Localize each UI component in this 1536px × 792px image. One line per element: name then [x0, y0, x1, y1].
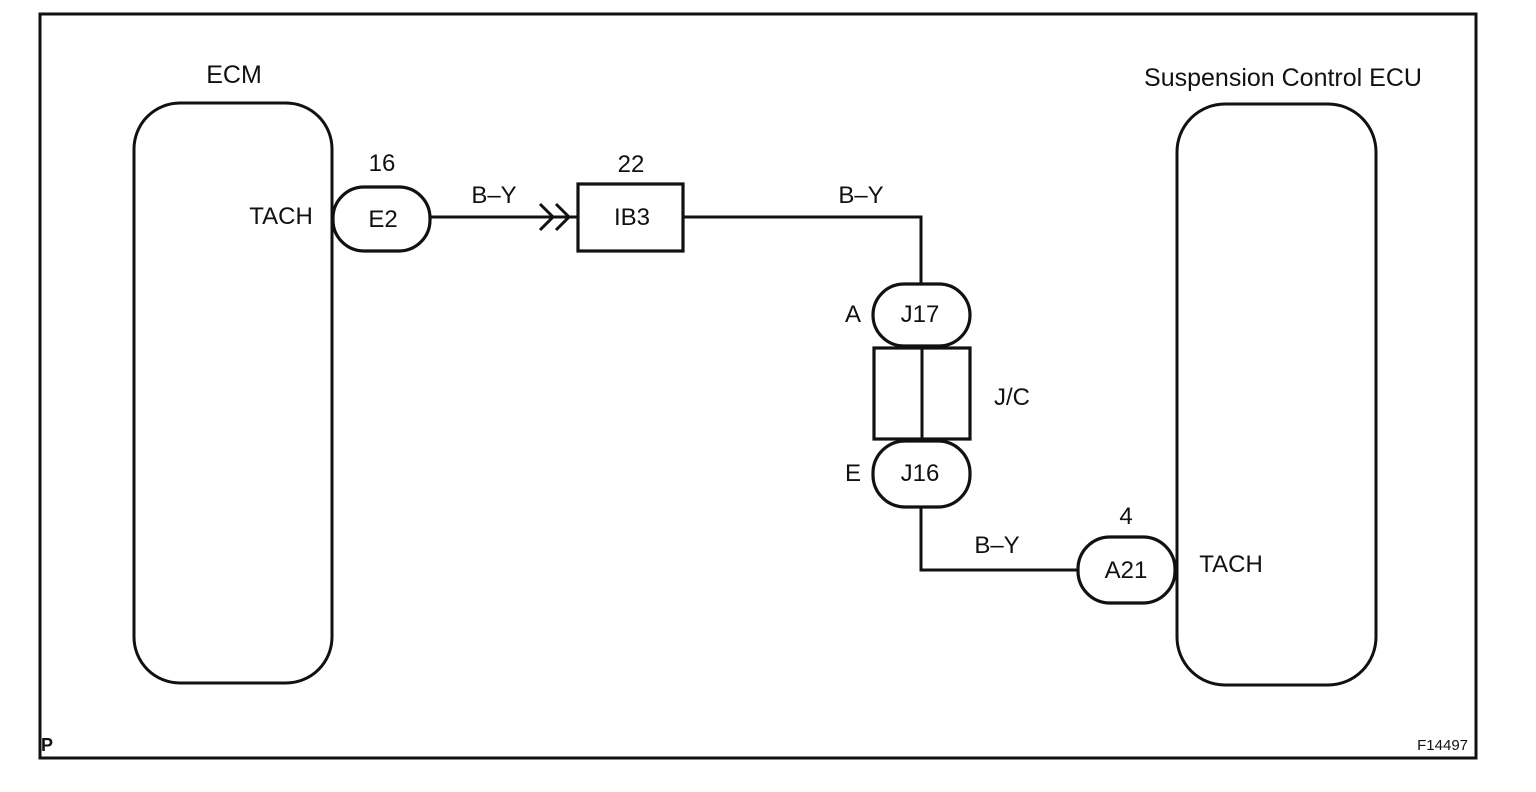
connector-j17: [871, 282, 972, 348]
in-line-connector-icon-2: [554, 202, 572, 232]
connector-j16-code: J16: [901, 460, 940, 487]
connector-e2-code: E2: [368, 206, 397, 233]
connector-ib3: [576, 182, 685, 253]
ecm-block: [132, 101, 334, 685]
connector-a21-pin: 4: [1119, 503, 1132, 530]
ecm-tach-label: TACH: [249, 203, 313, 230]
connector-ib3-code: IB3: [614, 204, 650, 231]
connector-a21-code: A21: [1105, 557, 1148, 584]
connector-e2-pin: 16: [369, 150, 396, 177]
diagram-frame: [38, 12, 1478, 760]
wire-j16-to-a21: [919, 507, 1079, 572]
connector-j17-code: J17: [901, 301, 940, 328]
figure-code: F14497: [1417, 737, 1468, 754]
wire-color-2: B–Y: [838, 182, 883, 209]
ecm-title: ECM: [206, 61, 262, 89]
corner-label-left: P: [41, 735, 53, 755]
suspension-ecu-tach-label: TACH: [1199, 551, 1263, 578]
connector-j17-side: A: [845, 301, 861, 328]
connector-e2: [331, 185, 432, 253]
connector-j16-side: E: [845, 460, 861, 487]
junction-label: J/C: [994, 384, 1030, 411]
connector-ib3-pin: 22: [618, 151, 645, 178]
connector-a21: [1076, 535, 1177, 605]
wire-color-1: B–Y: [471, 182, 516, 209]
wire-color-3: B–Y: [974, 532, 1019, 559]
suspension-ecu-block: [1175, 102, 1378, 687]
in-line-connector-icon: [538, 202, 556, 232]
suspension-ecu-title: Suspension Control ECU: [1144, 64, 1422, 92]
wire-ib3-to-j17: [683, 215, 923, 285]
